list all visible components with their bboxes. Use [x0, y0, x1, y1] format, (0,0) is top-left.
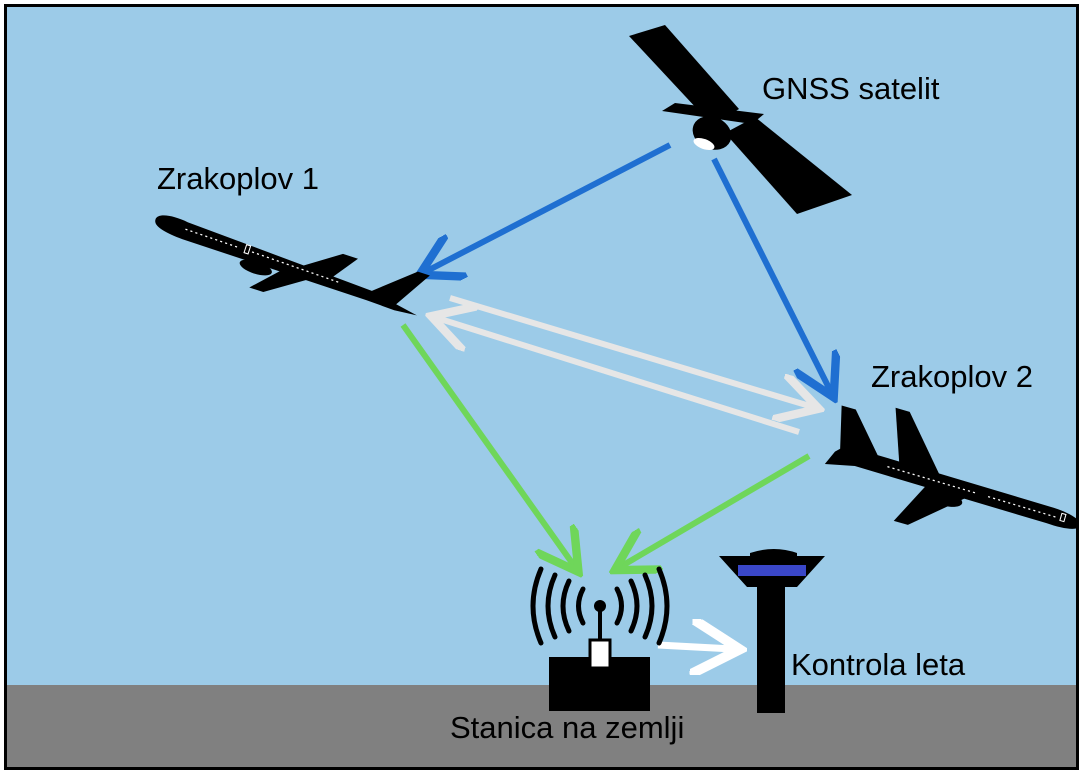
station-to-atc-arrow — [657, 645, 733, 649]
control-tower-icon — [719, 549, 825, 713]
airplane-icon — [824, 405, 1076, 529]
ground — [7, 685, 1076, 767]
aircraft1-to-aircraft2-arrow — [449, 295, 813, 407]
aircraft2-to-aircraft1-arrow — [437, 318, 800, 435]
satellite-label: GNSS satelit — [762, 71, 940, 106]
airplane-icon — [155, 215, 430, 316]
diagram-scene — [155, 25, 1076, 713]
atc-label: Kontrola leta — [791, 647, 966, 682]
radio-antenna-icon — [530, 566, 670, 711]
gnss-to-aircraft1-arrow — [425, 142, 672, 272]
aircraft1-to-station-arrow — [400, 323, 575, 567]
ground-station-label: Stanica na zemlji — [450, 710, 685, 745]
aircraft2-label: Zrakoplov 2 — [871, 359, 1033, 394]
aircraft1-label: Zrakoplov 1 — [157, 161, 319, 196]
aircraft2-to-station-arrow — [620, 453, 811, 567]
gnss-to-aircraft2-arrow — [711, 157, 831, 392]
diagram-canvas: GNSS satelit Zrakoplov 1 Zrakoplov 2 Kon… — [4, 4, 1079, 770]
satellite-icon — [629, 25, 852, 214]
